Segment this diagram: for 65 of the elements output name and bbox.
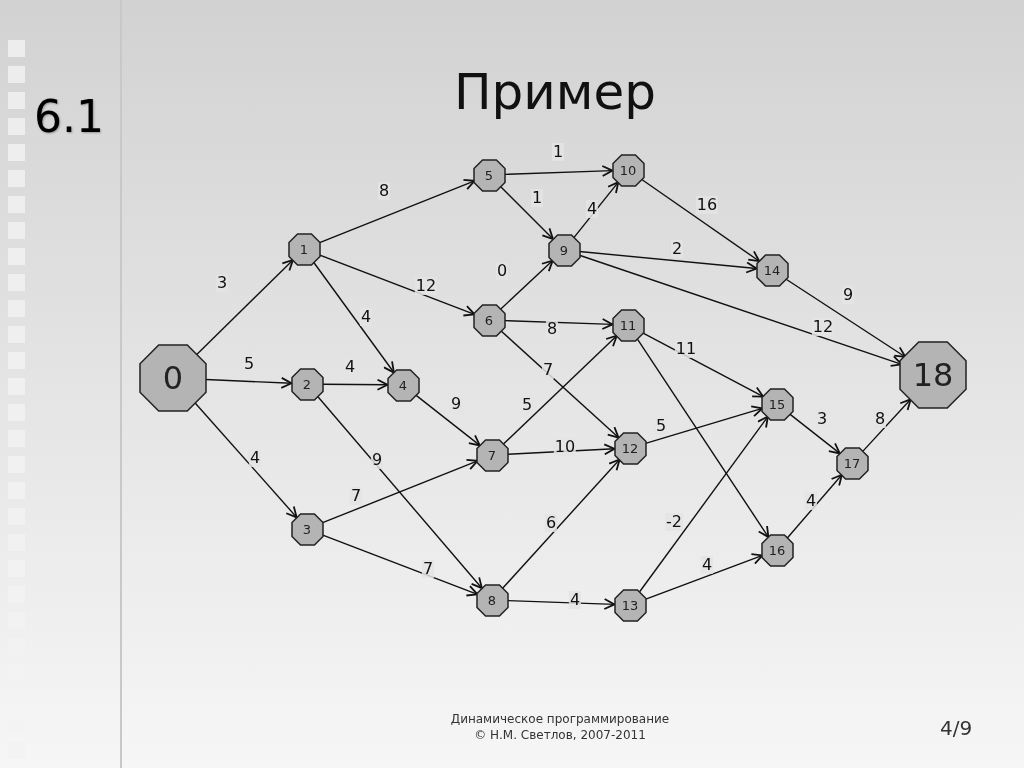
edge-label: 6 [544, 514, 558, 532]
octagon-node: 9 [547, 233, 581, 267]
edge-label: 4 [248, 449, 262, 467]
edge-label: 7 [349, 487, 363, 505]
arrow [788, 412, 841, 455]
octagon-node: 7 [475, 438, 509, 472]
octagon-node: 5 [472, 158, 506, 192]
octagon-node: 12 [613, 431, 647, 465]
edge-label: 9 [370, 451, 384, 469]
edge-label: 2 [670, 240, 684, 258]
edge-label: -2 [665, 513, 683, 531]
edge-label: 12 [811, 318, 835, 336]
octagon-node: 3 [290, 512, 324, 546]
arrow [499, 185, 554, 240]
arrow [414, 393, 481, 447]
edge-label: 4 [568, 591, 582, 609]
edge-label: 4 [585, 200, 599, 218]
octagon-node: 11 [611, 308, 645, 342]
octagon-node: 14 [755, 253, 789, 287]
slide-title: Пример [452, 62, 658, 122]
arrow [194, 402, 298, 519]
octagon-node: 18 [899, 341, 967, 409]
octagon-node: 1 [287, 232, 321, 266]
arrow [573, 181, 620, 239]
arrow [638, 415, 769, 594]
octagon-node: 0 [139, 344, 207, 412]
edge-label: 1 [530, 189, 544, 207]
arrow [641, 331, 765, 398]
edge-label: 3 [215, 274, 229, 292]
edge-label: 1 [551, 143, 565, 161]
arrow [312, 260, 395, 374]
octagon-node: 13 [613, 588, 647, 622]
arrow [861, 398, 912, 453]
octagon-node: 4 [386, 368, 420, 402]
octagon-node: 6 [472, 303, 506, 337]
arrow [195, 259, 294, 356]
section-number: 6.1 [34, 90, 104, 144]
octagon-node: 10 [611, 153, 645, 187]
octagon-node: 15 [760, 387, 794, 421]
arrow [635, 337, 770, 538]
octagon-node: 2 [290, 367, 324, 401]
edge-label: 10 [553, 438, 577, 456]
edge-label: 11 [674, 340, 698, 358]
arrow [784, 277, 907, 358]
edge-label: 7 [421, 560, 435, 578]
edge-label: 9 [841, 286, 855, 304]
arrow [316, 395, 483, 590]
footer-caption: Динамическое программирование © Н.М. Светлов, 2007-2011 [450, 711, 670, 743]
arrow [501, 458, 621, 590]
edge-label: 7 [541, 361, 555, 379]
edge-label: 8 [873, 410, 887, 428]
edge-label: 12 [414, 277, 438, 295]
octagon-node: 16 [760, 533, 794, 567]
edge-label: 16 [695, 196, 719, 214]
edge-label: 4 [700, 556, 714, 574]
page-number: 4/9 [940, 716, 973, 740]
edge-label: 8 [377, 182, 391, 200]
edge-label: 4 [359, 308, 373, 326]
edge-label: 0 [495, 262, 509, 280]
octagon-node: 17 [835, 446, 869, 480]
arrow [640, 178, 761, 263]
arrow [786, 473, 843, 539]
edge-label: 4 [804, 492, 818, 510]
octagon-node: 8 [475, 583, 509, 617]
arrow [499, 259, 554, 311]
